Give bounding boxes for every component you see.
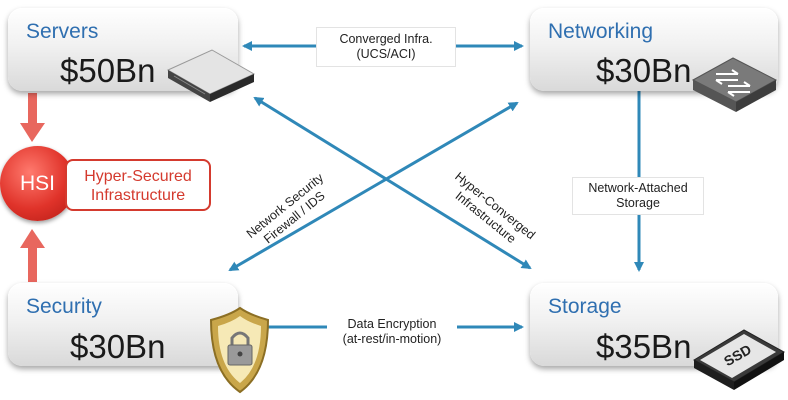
- label-data-encryption: Data Encryption (at-rest/in-motion): [327, 314, 457, 350]
- servers-node: Servers $50Bn: [8, 8, 238, 91]
- label-converged-line2: (UCS/ACI): [356, 47, 416, 61]
- security-node: Security $30Bn: [8, 283, 238, 366]
- networking-value: $30Bn: [596, 52, 692, 89]
- arrow-security-hsi: [28, 248, 37, 282]
- label-network-attached-storage: Network-Attached Storage: [572, 177, 704, 215]
- hsi-line1: Hyper-Secured: [84, 168, 192, 185]
- label-converged-line1: Converged Infra.: [339, 32, 433, 46]
- arrow-servers-storage: [253, 96, 532, 270]
- hsi-circle: HSI: [0, 146, 75, 221]
- servers-title: Servers: [26, 20, 99, 43]
- networking-title: Networking: [548, 20, 654, 43]
- servers-value: $50Bn: [60, 52, 156, 89]
- storage-value: $35Bn: [596, 328, 692, 365]
- storage-node: Storage $35Bn: [530, 283, 778, 366]
- label-encryption-line1: Data Encryption: [347, 317, 437, 331]
- networking-node: Networking $30Bn: [530, 8, 778, 91]
- storage-title: Storage: [548, 295, 622, 318]
- label-nas-line2: Storage: [616, 196, 660, 210]
- security-value: $30Bn: [70, 328, 166, 365]
- label-converged-infra: Converged Infra. (UCS/ACI): [316, 27, 456, 67]
- label-nas-line1: Network-Attached: [588, 181, 688, 195]
- security-title: Security: [26, 295, 102, 318]
- hsi-label-box: Hyper-Secured Infrastructure: [65, 159, 211, 211]
- hsi-line2: Infrastructure: [90, 187, 186, 204]
- arrow-servers-hsi: [28, 93, 37, 123]
- label-encryption-line2: (at-rest/in-motion): [342, 332, 442, 346]
